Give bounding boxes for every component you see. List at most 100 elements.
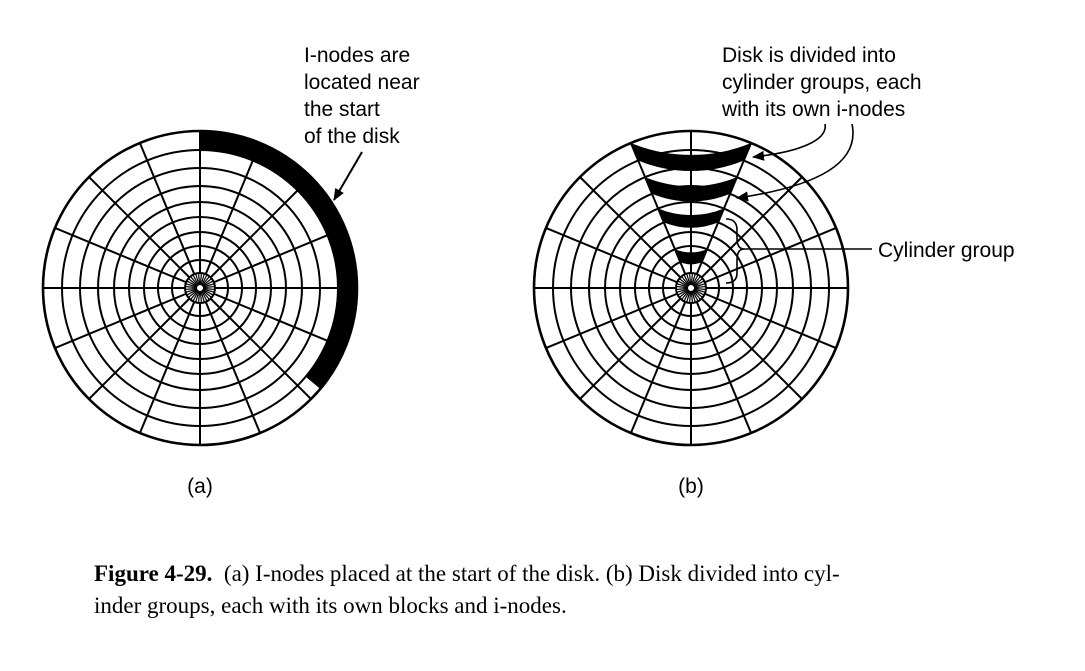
hub-spoke [676,288,689,293]
hub-spoke [185,285,198,289]
disk-b [532,129,850,447]
track-ring [171,259,229,317]
disk-b-inode-arrow-1 [752,123,826,161]
hub-spoke [693,280,705,288]
hub-spoke [199,273,203,286]
disk-a-annotation-line: the start [304,98,380,121]
hub-spoke [693,287,706,291]
hub-spoke [692,289,703,298]
hub-spoke [202,285,215,289]
hub-spoke [195,290,200,303]
disk-a-annotation: I-nodes are located near the start of th… [304,44,425,148]
track-ring [619,216,763,360]
disk-a [41,129,359,447]
track-ring [648,245,734,331]
track-ring [61,149,339,427]
hub-spoke [676,287,689,291]
track-ring [532,129,850,447]
figure-number: Figure 4-29. [94,561,213,586]
track-ring [604,201,778,375]
hub-spoke [192,290,200,302]
disk-b-annotation-line: with its own i-nodes [721,98,905,121]
hub-spoke [201,278,212,287]
hub-spoke [195,273,200,286]
track-ring [662,259,720,317]
track-ring [157,245,243,331]
hub-spoke [185,287,198,291]
hub-spoke [691,274,699,286]
disk-a-annotation-line: of the disk [304,125,400,148]
inode-region [200,131,357,389]
hub-spoke [692,276,701,287]
hub-spoke [200,290,208,302]
hub-spoke [679,278,690,287]
hub-spoke [681,276,690,287]
hub-spoke [201,289,210,300]
hub-spoke [692,289,701,300]
hub-spoke [199,290,203,303]
hub-spoke [693,288,706,293]
hub-spoke [185,283,198,288]
hub-spoke [202,288,214,296]
track-ring [97,185,303,391]
disk-b-annotation-line: Disk is divided into [722,44,896,67]
track-ring [41,129,359,447]
hub-spoke [190,276,199,287]
track-ring [588,185,794,391]
hub-spoke [683,290,691,302]
hub-spoke [693,288,705,296]
track-ring [113,201,287,375]
hub-spoke [201,289,212,298]
hub-spoke [683,274,691,286]
hub-spoke [202,283,215,288]
disk-b-label: (b) [678,475,704,498]
cylinder-group-label: Cylinder group [878,239,1015,262]
disk-a-annotation-line: located near [304,71,420,94]
track-ring [184,272,216,304]
hub-spoke [202,280,214,288]
hub-spoke [688,290,692,303]
disk-a-label: (a) [187,475,213,498]
figure-caption: Figure 4-29. (a) I-nodes placed at the s… [94,558,1014,622]
hub-spoke [676,285,689,289]
hub-spoke [681,289,690,300]
hub-spoke [186,280,198,288]
hub-spoke [192,274,200,286]
hub-spoke [692,278,703,287]
hub-spoke [691,290,699,302]
hub-spoke [693,283,706,288]
hub-spoke [202,288,215,293]
track-ring [634,231,748,345]
disk-a-annotation-line: I-nodes are [304,44,410,67]
hub-spoke [190,289,199,300]
hub-spoke [200,273,205,286]
hub-spoke [679,289,690,298]
disk-a-inode-arrow [333,151,363,201]
hub-spoke [197,290,201,303]
hub-spoke [691,273,696,286]
caption-line-1: Figure 4-29. (a) I-nodes placed at the s… [94,558,1014,590]
track-ring [143,231,257,345]
caption-line-2: inder groups, each with its own blocks a… [94,593,567,618]
hub-spoke [200,290,205,303]
hub-spoke [202,287,215,291]
hub-spoke [690,290,694,303]
hub-spoke [201,276,210,287]
hub-spoke [677,280,689,288]
hub-spoke [686,273,691,286]
hub-spoke [200,274,208,286]
caption-text: (a) I-nodes placed at the start of the d… [223,561,840,586]
disk-layout-figure: I-nodes are located near the start of th… [41,44,1015,498]
hub-spoke [197,273,201,286]
track-ring [79,167,321,409]
hub-spoke [676,283,689,288]
hub-spoke [690,273,694,286]
track-ring [552,149,830,427]
hub-spoke [691,290,696,303]
hub-spoke [188,278,199,287]
hub-spoke [186,288,198,296]
hub-spoke [185,288,198,293]
disk-b-inode-arrow-2 [736,123,854,202]
hub-spoke [693,285,706,289]
track-ring [128,216,272,360]
